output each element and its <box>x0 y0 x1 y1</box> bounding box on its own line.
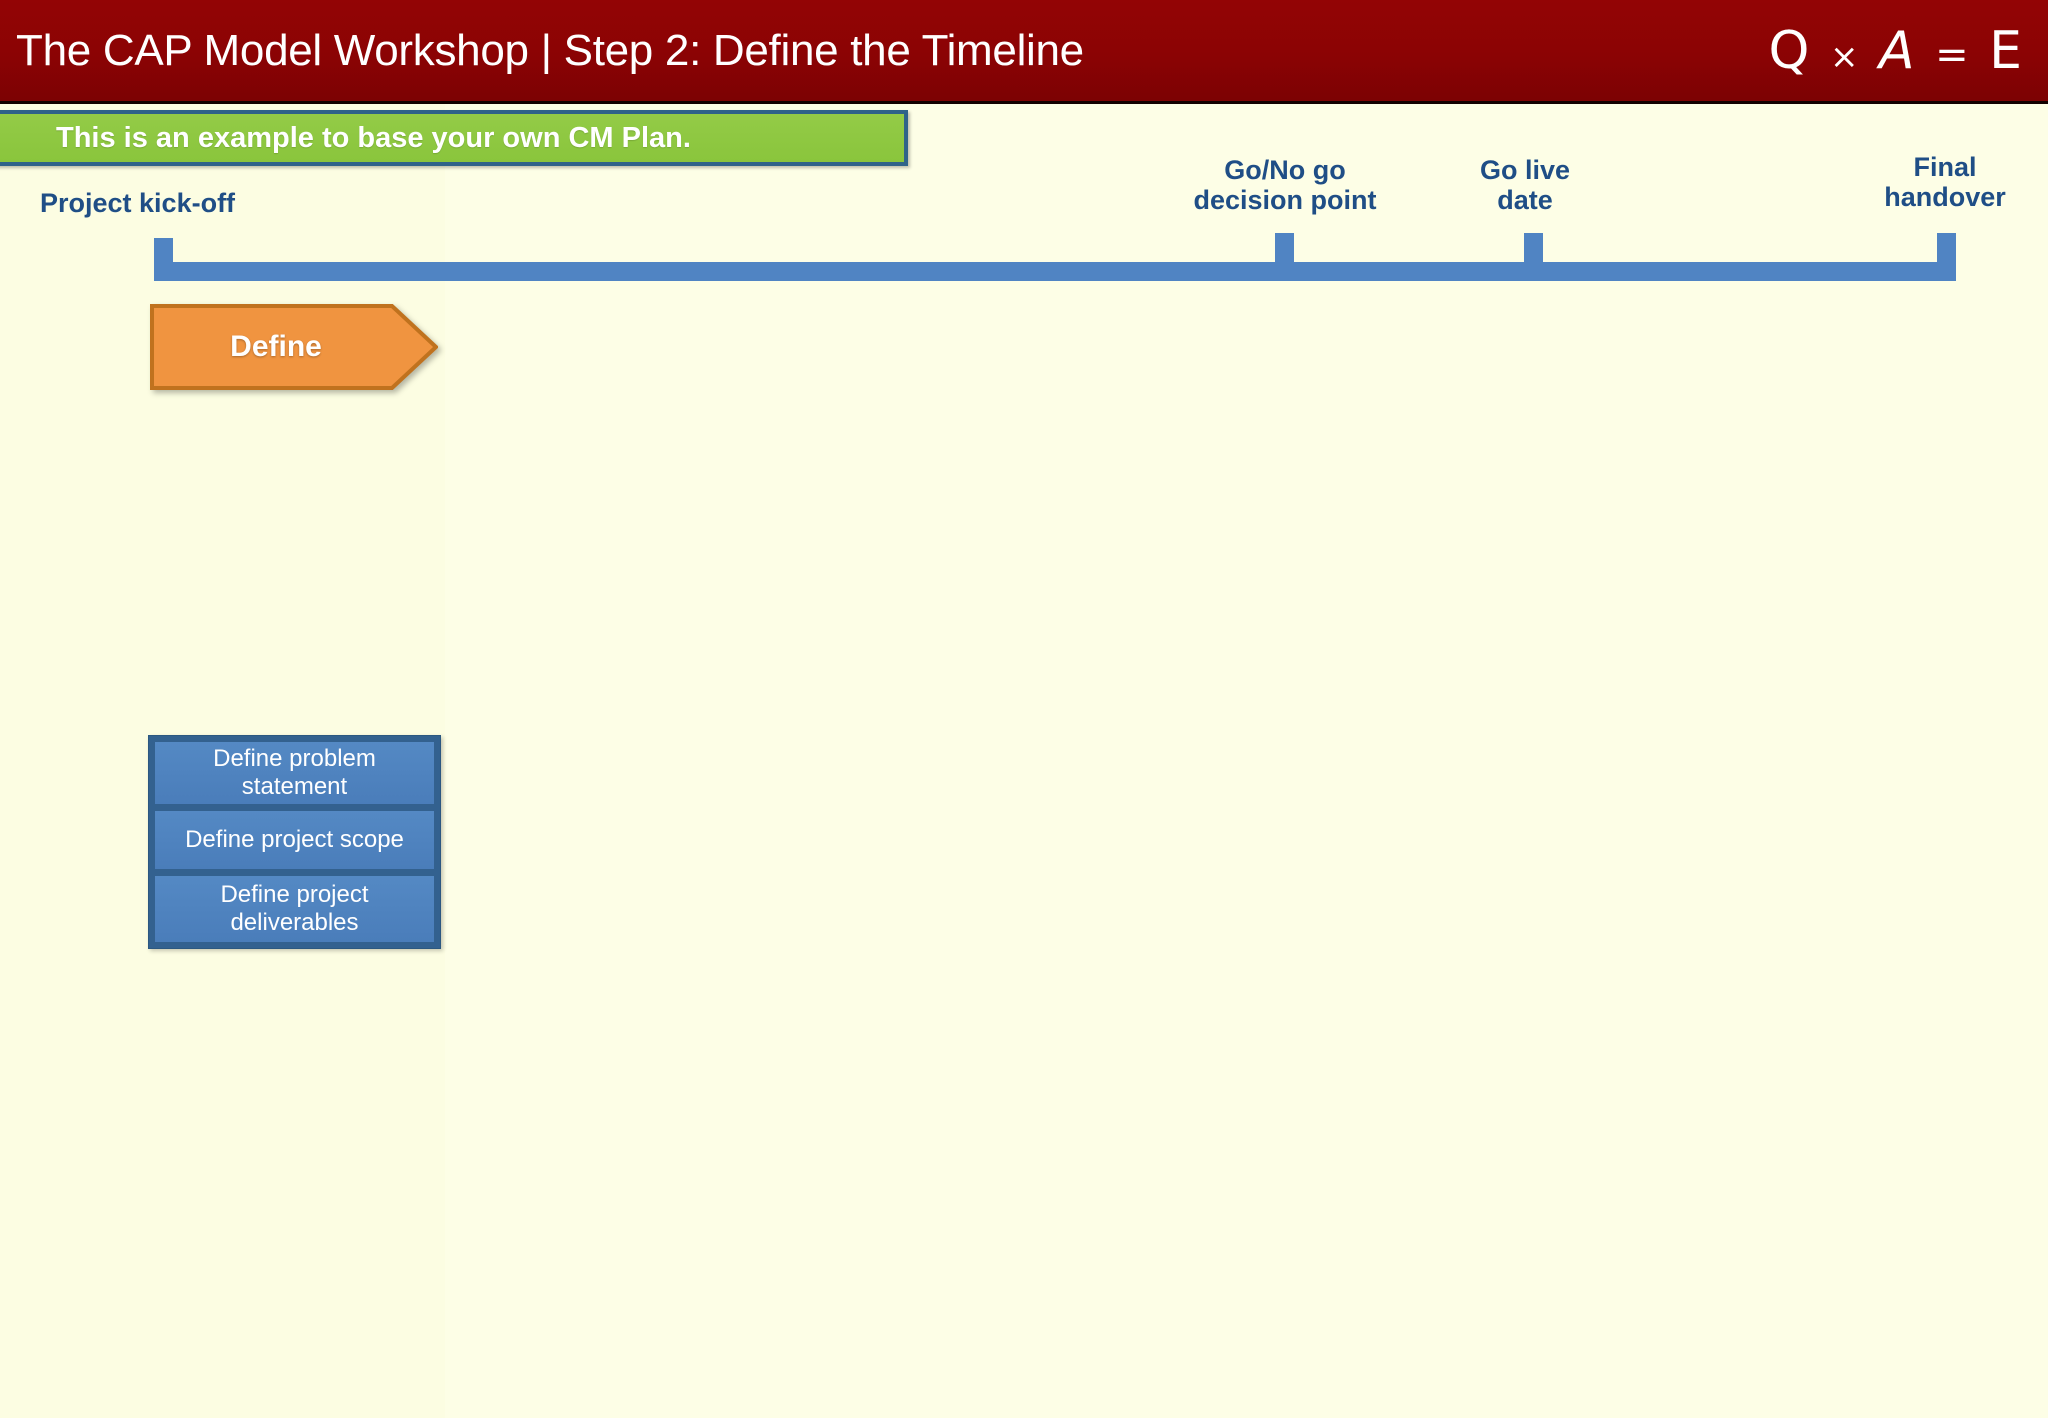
timeline-tick-go-live <box>1524 233 1543 264</box>
timeline-label-project-kick-off: Project kick-off <box>40 188 236 218</box>
slide-header-bar: The CAP Model Workshop | Step 2: Define … <box>0 0 2048 104</box>
logo-multiply-icon: × <box>1829 36 1861 77</box>
timeline-tick-final-handover <box>1937 233 1956 264</box>
task-box-define-problem-statement[interactable]: Define problem statement <box>155 742 434 804</box>
timeline-label-go-live: Go live date <box>1479 155 1571 216</box>
timeline-spine <box>154 262 1956 281</box>
brand-logo: Q × A = E <box>1768 21 2024 81</box>
logo-letter-e: E <box>1989 20 2024 81</box>
timeline-label-final-handover: Final handover <box>1884 152 2006 213</box>
logo-equals-icon: = <box>1935 31 1971 78</box>
timeline-label-go-no-go: Go/No go decision point <box>1193 155 1377 216</box>
task-box-define-project-scope[interactable]: Define project scope <box>155 811 434 869</box>
task-list-define: Define problem statement Define project … <box>148 735 441 949</box>
example-callout-text: This is an example to base your own CM P… <box>56 121 691 154</box>
phase-chevron-define[interactable]: Define <box>150 304 438 390</box>
page-title: The CAP Model Workshop | Step 2: Define … <box>16 25 1084 75</box>
logo-letter-q: Q <box>1768 20 1812 81</box>
chevron-shape-icon <box>150 304 438 390</box>
timeline-tick-project-kick-off <box>154 238 173 264</box>
logo-letter-a: A <box>1878 20 1917 81</box>
task-box-define-project-deliverables[interactable]: Define project deliverables <box>155 876 434 942</box>
example-callout-banner: This is an example to base your own CM P… <box>0 110 908 166</box>
timeline-tick-go-no-go <box>1275 233 1294 264</box>
